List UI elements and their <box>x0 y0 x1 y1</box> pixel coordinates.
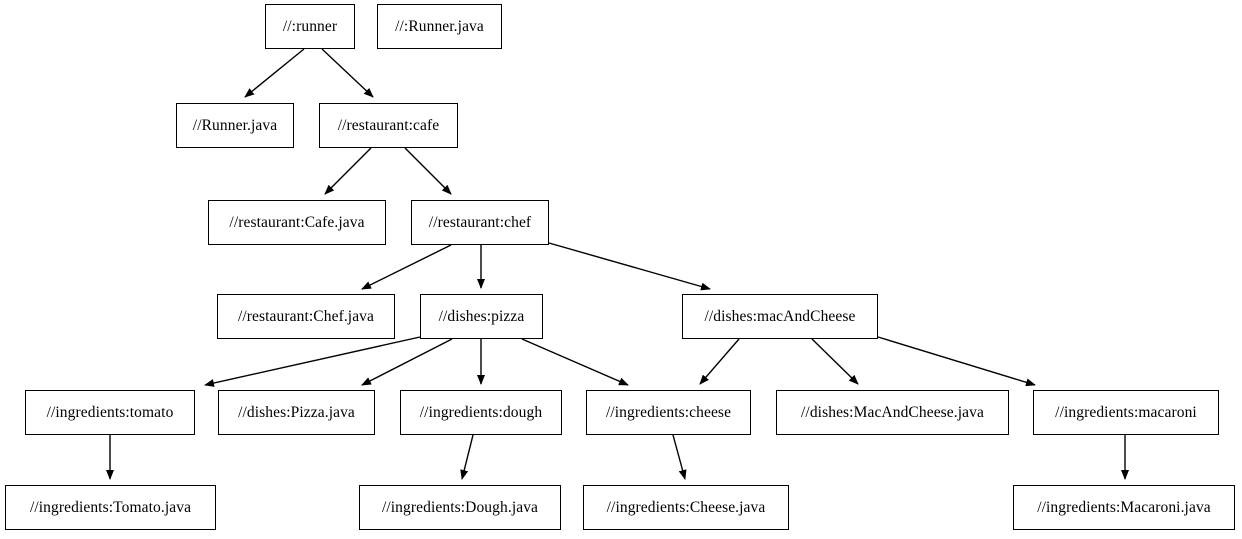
graph-node-label: //restaurant:chef <box>428 213 532 231</box>
graph-node-label: //dishes:pizza <box>438 307 525 325</box>
graph-node-label: //:runner <box>282 17 338 35</box>
graph-node-ing_tomato_java[interactable]: //ingredients:Tomato.java <box>5 485 216 530</box>
graph-node-label: //dishes:Pizza.java <box>238 403 355 421</box>
graph-node-ing_macaroni[interactable]: //ingredients:macaroni <box>1033 390 1219 435</box>
graph-node-label: //ingredients:dough <box>419 403 543 421</box>
graph-node-restaurant_chef[interactable]: //restaurant:chef <box>411 200 549 245</box>
graph-node-label: //ingredients:cheese <box>605 403 732 421</box>
graph-node-label: //restaurant:cafe <box>337 116 440 134</box>
graph-edge-dishes_macandcheese-to-dishes_mac_java <box>811 338 859 385</box>
graph-node-label: //ingredients:Dough.java <box>381 498 539 516</box>
graph-edge-dishes_pizza-to-ing_tomato <box>204 336 421 387</box>
graph-edge-runner-to-restaurant_cafe <box>321 48 374 98</box>
graph-node-restaurant_cafe_java[interactable]: //restaurant:Cafe.java <box>208 200 386 245</box>
graph-edge-restaurant_cafe-to-restaurant_cafe_java <box>324 147 372 195</box>
graph-node-restaurant_chef_java[interactable]: //restaurant:Chef.java <box>217 294 395 339</box>
graph-node-label: //restaurant:Chef.java <box>237 307 375 325</box>
graph-node-ing_dough[interactable]: //ingredients:dough <box>400 390 562 435</box>
graph-edge-restaurant_cafe-to-restaurant_chef <box>404 147 452 195</box>
graph-node-label: //ingredients:Macaroni.java <box>1037 498 1211 516</box>
graph-node-ing_cheese[interactable]: //ingredients:cheese <box>586 390 751 435</box>
graph-edge-ing_dough-to-ing_dough_java <box>460 434 474 480</box>
graph-node-label: //:Runner.java <box>395 17 484 35</box>
graph-edge-dishes_pizza-to-ing_cheese <box>521 338 629 386</box>
graph-node-label: //ingredients:Tomato.java <box>29 498 192 516</box>
graph-edge-restaurant_chef-to-dishes_macandcheese <box>548 242 711 291</box>
graph-node-runner[interactable]: //:runner <box>265 4 355 49</box>
graph-node-label: //ingredients:macaroni <box>1055 403 1197 421</box>
graph-node-restaurant_cafe[interactable]: //restaurant:cafe <box>319 103 458 148</box>
graph-edge-ing_cheese-to-ing_cheese_java <box>672 434 687 480</box>
graph-node-root_runner_java[interactable]: //:Runner.java <box>377 4 502 49</box>
graph-node-ing_dough_java[interactable]: //ingredients:Dough.java <box>359 485 561 530</box>
graph-node-dishes_macandcheese[interactable]: //dishes:macAndCheese <box>682 294 878 339</box>
graph-node-ing_cheese_java[interactable]: //ingredients:Cheese.java <box>583 485 789 530</box>
graph-edge-restaurant_chef-to-restaurant_chef_java <box>361 244 452 290</box>
graph-node-label: //ingredients:Cheese.java <box>606 498 766 516</box>
graph-node-ing_tomato[interactable]: //ingredients:tomato <box>25 390 195 435</box>
graph-node-label: //ingredients:tomato <box>46 403 174 421</box>
graph-edge-dishes_macandcheese-to-ing_macaroni <box>877 336 1036 387</box>
graph-node-dishes_pizza[interactable]: //dishes:pizza <box>420 294 543 339</box>
graph-node-label: //dishes:MacAndCheese.java <box>801 403 984 421</box>
graph-node-dishes_mac_java[interactable]: //dishes:MacAndCheese.java <box>776 390 1009 435</box>
graph-edge-dishes_pizza-to-dishes_pizza_java <box>361 338 453 386</box>
graph-edge-dishes_macandcheese-to-ing_cheese <box>699 338 740 385</box>
graph-node-dishes_pizza_java[interactable]: //dishes:Pizza.java <box>218 390 375 435</box>
graph-node-label: //restaurant:Cafe.java <box>229 213 365 231</box>
graph-edge-runner-to-runner_java <box>244 48 305 98</box>
graph-node-label: //Runner.java <box>192 116 278 134</box>
graph-node-runner_java[interactable]: //Runner.java <box>176 103 294 148</box>
graph-node-label: //dishes:macAndCheese <box>704 307 856 325</box>
graph-node-ing_macaroni_java[interactable]: //ingredients:Macaroni.java <box>1013 485 1235 530</box>
